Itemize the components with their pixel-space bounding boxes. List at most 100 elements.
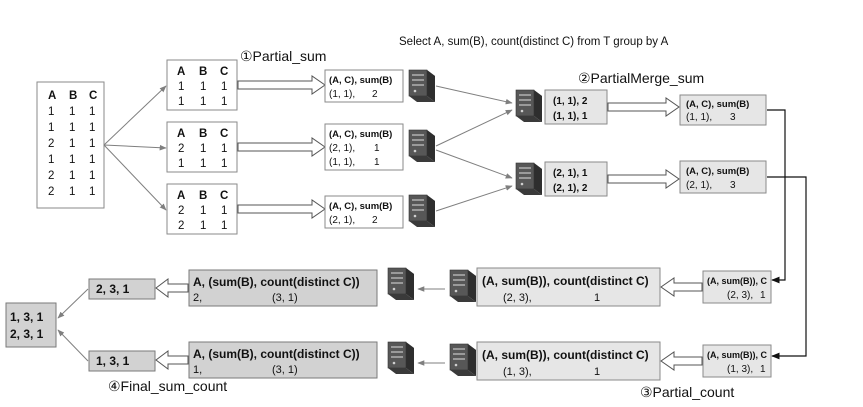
count-input-key: (2, 3), (727, 290, 753, 301)
count-result-value: 1 (594, 366, 600, 378)
final-result: 1, 3, 1 2, 3, 1 (5, 302, 57, 348)
partial-result-value: 1 (374, 143, 380, 154)
partition-cell: 2 (178, 143, 184, 155)
hollow-arrow-icon (237, 75, 326, 95)
route-arrow (767, 109, 786, 284)
partition-cell: 2 (178, 205, 184, 217)
shuffle-arrow (435, 149, 513, 179)
server-tower-icon (449, 269, 477, 303)
count-result-key: (2, 3), (503, 292, 532, 304)
shuffle-arrow (435, 85, 513, 105)
partial-result-key: (1, 1), (329, 157, 355, 168)
merge-result-1: (A, C), sum(B) (1, 1), 3 (679, 94, 767, 126)
source-cell: 1 (48, 122, 54, 134)
source-cell: 1 (48, 106, 54, 118)
final-group-key: 1, (193, 364, 202, 376)
output-value: 1, 3, 1 (96, 354, 130, 368)
fan-out-arrow (103, 144, 167, 211)
count-input-key: (1, 3), (727, 364, 753, 375)
source-cell: 1 (69, 170, 75, 182)
output-value: 2, 3, 1 (96, 282, 130, 296)
output-row-2: 1, 3, 1 (88, 350, 156, 372)
partition-header: B (199, 128, 207, 140)
final-group-2: A, (sum(B), count(distinct C)) 1, (3, 1) (188, 341, 378, 379)
final-result-row: 2, 3, 1 (10, 327, 44, 341)
final-group-value: (3, 1) (272, 364, 298, 376)
partition-header: C (220, 66, 228, 78)
source-cell: 1 (89, 154, 95, 166)
source-cell: 2 (48, 170, 54, 182)
merge-result-value: 3 (730, 112, 736, 123)
server-tower-icon (408, 129, 436, 163)
source-cell: 1 (69, 138, 75, 150)
partition-cell: 1 (200, 205, 206, 217)
partition-header: C (220, 128, 228, 140)
stage-label-partial-merge-sum: ②PartialMerge_sum (578, 70, 704, 86)
route-arrow (767, 176, 807, 360)
count-input-value: 1 (760, 364, 766, 375)
stage-label-final-sum-count: ④Final_sum_count (108, 378, 227, 394)
merge-arrow (57, 329, 89, 362)
hollow-arrow-icon (607, 97, 680, 117)
partial-result-value: 1 (374, 157, 380, 168)
query-text: Select A, sum(B), count(distinct C) from… (399, 36, 669, 48)
hollow-arrow-icon (155, 350, 189, 370)
hollow-arrow-icon (660, 277, 703, 297)
partial-result-key: (1, 1), (329, 89, 355, 100)
source-cell: 1 (69, 122, 75, 134)
partition-cell: 1 (200, 158, 206, 170)
merge-input-2: (2, 1), 1 (2, 1), 2 (544, 161, 608, 197)
merge-result-value: 3 (730, 180, 736, 191)
partial-result-key: (2, 1), (329, 143, 355, 154)
source-header-b: B (69, 90, 77, 102)
source-cell: 1 (69, 186, 75, 198)
source-cell: 1 (89, 106, 95, 118)
count-input-header: (A, sum(B)), C (707, 350, 767, 360)
server-tower-icon (387, 267, 415, 301)
partition-header: A (177, 128, 185, 140)
partition-table-1: A B C 1 1 1 1 1 1 (166, 59, 238, 111)
count-result-header: (A, sum(B)), count(distinct C) (482, 348, 649, 362)
final-group-header: A, (sum(B), count(distinct C)) (193, 347, 360, 361)
stage-label-partial-sum: ①Partial_sum (240, 48, 326, 64)
count-result-header: (A, sum(B)), count(distinct C) (482, 274, 649, 288)
final-group-key: 2, (193, 292, 202, 304)
partition-cell: 1 (200, 81, 206, 93)
hollow-arrow-icon (607, 169, 680, 189)
partition-cell: 1 (221, 205, 227, 217)
partial-result-2: (A, C), sum(B) (2, 1), 1 (1, 1), 1 (324, 123, 404, 171)
shuffle-arrow (435, 109, 513, 147)
merge-input-row: (2, 1), 2 (553, 183, 588, 194)
merge-input-1: (1, 1), 2 (1, 1), 1 (544, 89, 608, 125)
server-tower-icon (408, 194, 436, 228)
final-result-row: 1, 3, 1 (10, 310, 44, 324)
count-input-header: (A, sum(B)), C (707, 276, 767, 286)
source-cell: 2 (48, 186, 54, 198)
hollow-arrow-icon (237, 199, 326, 219)
merge-result-header: (A, C), sum(B) (686, 99, 749, 110)
count-input-2: (A, sum(B)), C (1, 3), 1 (702, 344, 772, 378)
partition-cell: 1 (200, 220, 206, 232)
merge-input-row: (1, 1), 1 (553, 111, 588, 122)
final-group-header: A, (sum(B), count(distinct C)) (193, 275, 360, 289)
final-group-value: (3, 1) (272, 292, 298, 304)
fan-out-arrow (103, 85, 167, 146)
partition-cell: 1 (221, 143, 227, 155)
partition-header: B (199, 66, 207, 78)
partition-header: B (199, 190, 207, 202)
server-tower-icon (515, 89, 543, 123)
source-cell: 1 (69, 154, 75, 166)
partial-result-value: 2 (372, 89, 378, 100)
source-cell: 1 (89, 138, 95, 150)
merge-result-key: (1, 1), (686, 112, 712, 123)
partial-result-3: (A, C), sum(B) (2, 1), 2 (324, 195, 404, 229)
server-tower-icon (515, 162, 543, 196)
server-tower-icon (387, 341, 415, 375)
partition-header: A (177, 190, 185, 202)
output-row-1: 2, 3, 1 (88, 278, 156, 300)
hollow-arrow-icon (237, 137, 326, 157)
merge-input-row: (1, 1), 2 (553, 96, 588, 107)
partial-result-header: (A, C), sum(B) (329, 201, 392, 212)
source-cell: 1 (69, 106, 75, 118)
